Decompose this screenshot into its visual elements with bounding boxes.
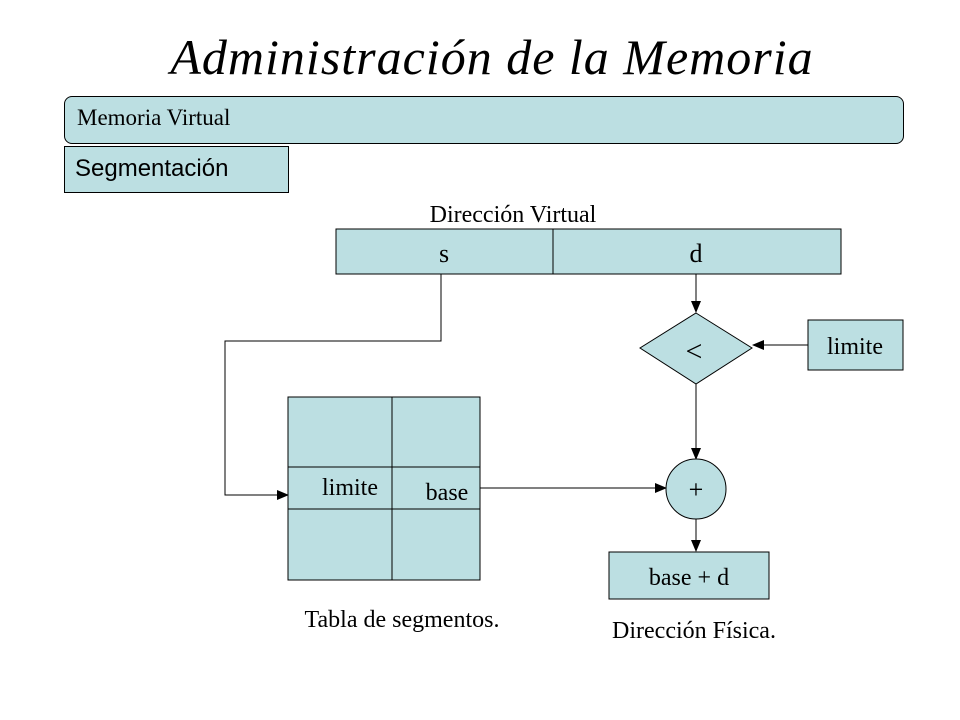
limit-input-box — [807, 319, 904, 371]
section-banner-label: Memoria Virtual — [77, 105, 231, 130]
compare-symbol: < — [686, 335, 703, 368]
subsection-banner-label: Segmentación — [75, 155, 229, 182]
physical-address-caption: Dirección Física. — [612, 618, 776, 644]
table-limit-cell: limite — [322, 475, 378, 501]
segment-table — [287, 396, 481, 581]
page-title: Administración de la Memoria — [170, 29, 814, 85]
segment-table-caption: Tabla de segmentos. — [305, 607, 500, 633]
subsection-banner: Segmentación — [64, 146, 289, 193]
adder-symbol: + — [689, 475, 704, 504]
virtual-address-box — [335, 228, 842, 275]
offset-field: d — [690, 239, 703, 268]
physical-address-value: base + d — [649, 565, 729, 591]
section-banner: Memoria Virtual — [64, 96, 904, 144]
physical-address-box — [608, 551, 770, 600]
virtual-address-label: Dirección Virtual — [430, 202, 597, 228]
table-base-cell: base — [426, 480, 469, 506]
limit-input-label: limite — [827, 334, 883, 360]
segment-to-table-arrow — [224, 274, 442, 500]
segment-field: s — [439, 239, 449, 268]
